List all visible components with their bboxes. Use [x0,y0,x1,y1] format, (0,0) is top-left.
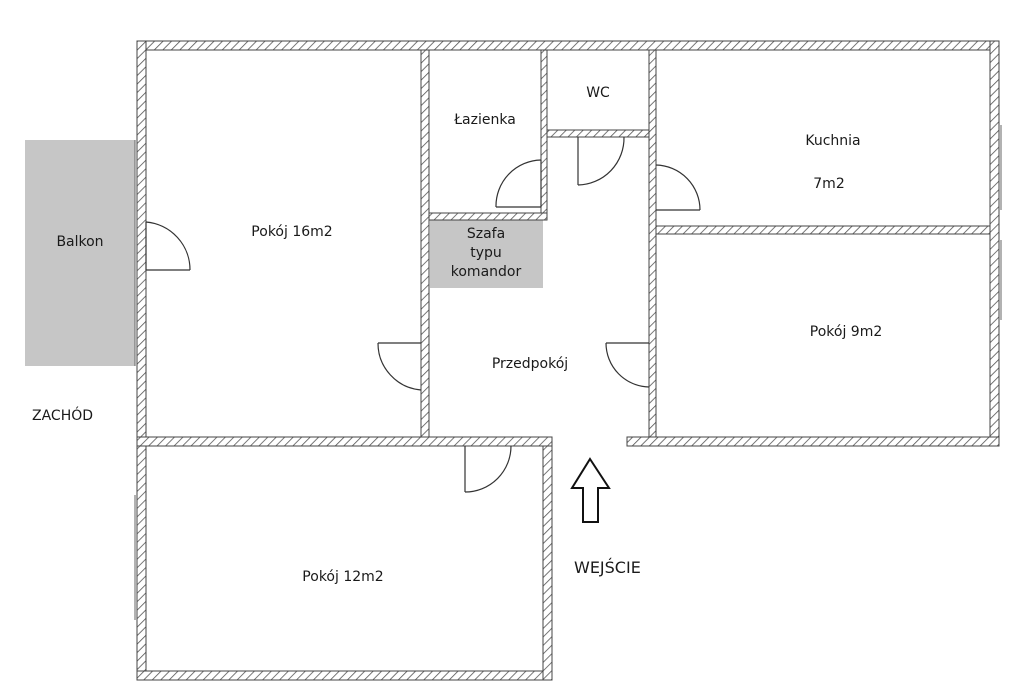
entrance-label: WEJŚCIE [574,558,641,577]
wardrobe-label-line1: Szafa [466,226,506,242]
balcony-door [145,221,191,271]
wardrobe-area [430,220,543,288]
bathroom-label: Łazienka [454,112,516,128]
balcony-area [25,140,135,366]
wc-door [577,136,625,186]
room9-label: Pokój 9m2 [809,324,883,340]
wardrobe-label-line3: komandor [450,264,522,280]
room16-door [377,342,422,391]
entrance-arrow-icon [570,457,611,523]
hallway-label: Przedpokój [491,356,569,372]
west-direction-label: ZACHÓD [32,408,94,424]
bathroom-door [495,159,542,208]
kitchen-door [655,164,701,211]
balcony-label: Balkon [56,234,104,250]
room12-label: Pokój 12m2 [302,569,384,585]
wc-label: WC [586,85,610,101]
doors [145,136,701,493]
kitchen-label: Kuchnia [805,133,861,149]
room12-door [464,445,512,493]
walls [134,40,1002,681]
wardrobe-label-line2: typu [470,245,502,261]
room16-label: Pokój 16m2 [251,224,333,240]
room9-door [605,342,650,388]
kitchen-area-label: 7m2 [813,176,845,192]
